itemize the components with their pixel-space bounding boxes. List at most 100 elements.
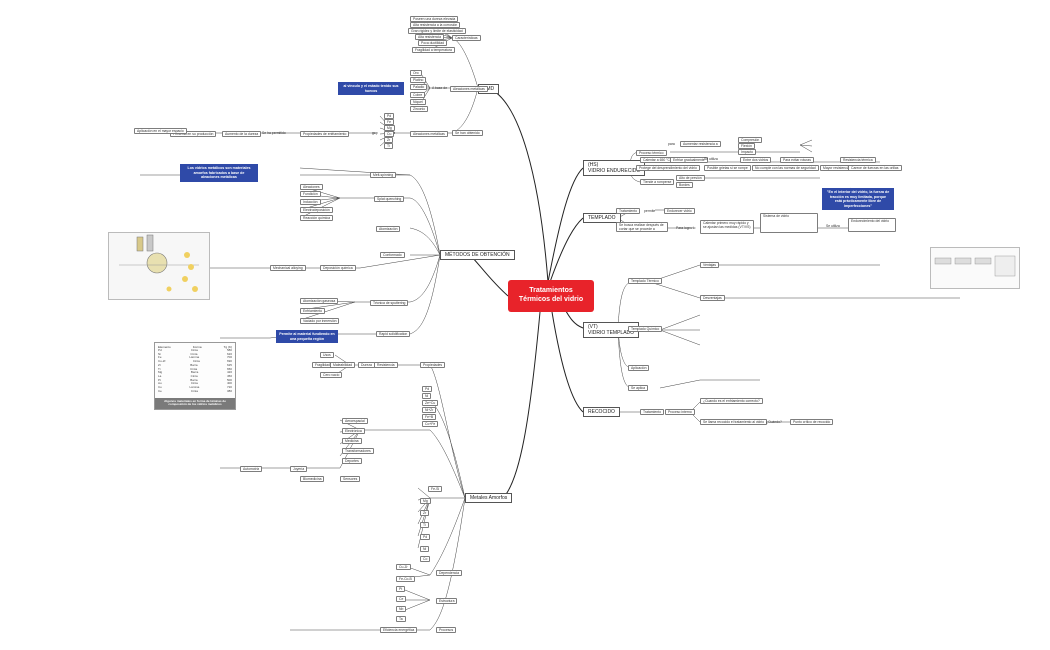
hs-enfriar: Enfriar gradualmente	[670, 157, 708, 163]
bmd-char-2: Alta resistencia a la corrosión	[410, 22, 461, 28]
am-el-zecu: Ze+Cu	[422, 400, 439, 406]
am-el-cofe: Co+Fe	[422, 421, 439, 427]
branch-templado[interactable]: TEMPLADO	[583, 213, 621, 223]
vt-se-aplica: Se aplica	[628, 385, 648, 391]
am-el-nizr: Ni+Zr	[422, 407, 437, 413]
bmd-alloy-cu: Cu	[384, 131, 395, 137]
rc-cuando-correcto: ¿Cuando es el enfriamiento correcto?	[700, 398, 763, 404]
tp-lograrlo: Para lograrlo	[676, 226, 696, 230]
mt-mechanical: Mechanical alloying	[270, 265, 306, 271]
bmd-chain-5: Propiedades de enfriamiento	[300, 131, 350, 137]
hs-carece: Carece de fuerzas en las orillas	[848, 165, 902, 171]
bmd-el-cobre: Cobre	[410, 92, 426, 98]
tp-endurecimiento: Endurecimiento del vidrio	[848, 218, 896, 232]
table-cell: 400	[226, 381, 232, 386]
hs-entre-vidrios: Entre dos vidrios	[740, 157, 772, 163]
bmd-el-platino: Platino	[410, 77, 427, 83]
am-list-8: Cu-Zr	[396, 564, 411, 570]
bmd-mid-label: Se han obtenido	[452, 130, 483, 136]
table-cell: Ce	[158, 388, 162, 393]
rc-se-llama: Se llama recocido el tratamiento al vidr…	[700, 419, 768, 425]
branch-metodos[interactable]: MÉTODOS DE OBTENCIÓN	[440, 250, 515, 260]
am-eficiencia: Eficiencia energética	[380, 627, 418, 633]
am-app-6: Joyería	[290, 466, 308, 472]
am-el-ni: Ni	[422, 393, 432, 399]
am-app-3: Medicina	[342, 438, 362, 444]
am-app-8: Biomedicina	[300, 476, 325, 482]
mt-sputtering: Técnica de sputtering	[370, 300, 409, 306]
vt-termico: Templado Térmico	[628, 278, 662, 284]
bmd-alloys-group: Aleaciones metálicas	[410, 131, 448, 137]
central-topic: Tratamientos Térmicos del vidrio	[508, 280, 594, 312]
bmd-alloy-label: Aleaciones metálicas	[450, 86, 488, 92]
callout-bmd: al vinculo y el estado tenido sus huecos	[338, 82, 404, 96]
hs-para: para	[668, 142, 675, 146]
table-header: Elemento Forma Tg (K)	[155, 343, 235, 349]
am-list-13: Ta	[396, 616, 406, 622]
table-header-element: Elemento	[158, 345, 171, 349]
table-cell: Barra	[190, 362, 198, 367]
hs-grietas: Posible grietas si se rompe	[704, 165, 751, 171]
table-cell: 450	[226, 373, 232, 378]
bmd-char-5: Poca ductilidad	[418, 40, 447, 46]
table-cell: 700	[226, 355, 232, 360]
table-cell: Ni	[158, 351, 161, 356]
bmd-char-1: Poseen una dureza elevada	[410, 16, 459, 22]
am-usos: Usos	[320, 352, 334, 358]
am-list-10: Pt	[396, 586, 406, 592]
branch-recocido[interactable]: RECOCIDO	[583, 407, 620, 417]
table-cell: Barra	[190, 370, 199, 375]
am-maleabilidad: Maleabilidad	[330, 362, 356, 368]
bmd-alloy-fe: Fe	[384, 119, 394, 125]
bmd-el-paladio: Paladio	[410, 84, 428, 90]
am-list-2: Mg	[420, 498, 431, 504]
table-cell: Lámina	[189, 385, 200, 390]
bmd-char-6: Fragilidad a temperatura	[412, 47, 455, 53]
branch-vidrio-templado[interactable]: (VT) VIDRIO TEMPLADO	[583, 322, 640, 338]
table-cell: Cinta	[190, 373, 198, 378]
table-cell: 500	[226, 377, 232, 382]
am-estructura: Estructura	[436, 598, 458, 604]
bmd-chain-4: Se ha permitido	[262, 131, 286, 135]
table-row: La Cinta 450	[155, 373, 235, 379]
am-app-5: Deportes	[342, 458, 362, 464]
tp-se-utiliza: Se utiliza	[826, 224, 840, 228]
bmd-alloy-pd: Pd	[384, 113, 395, 119]
bmd-el-niquel: Níquel	[410, 99, 426, 105]
rc-cuando: ¿Cuándo?	[766, 420, 782, 424]
mt-splat: Splat quenching	[374, 196, 405, 202]
table-cell: La	[158, 373, 162, 378]
table-cell: Mg	[158, 370, 163, 375]
am-list-6: Ni	[420, 546, 430, 552]
hs-bordes: Bordes	[676, 182, 693, 188]
mt-vaciado: Vaciado por inmersión	[300, 318, 340, 324]
bmd-el-oro: Oro	[410, 70, 422, 76]
branch-endurecido[interactable]: (HS) VIDRIO ENDURECIDO	[583, 160, 646, 176]
hs-aumentar: Aumentar resistencia a	[680, 141, 721, 147]
mt-rapid: Rapid solidification	[376, 331, 411, 337]
am-propiedades: Propiedades	[420, 362, 446, 368]
table-cell: 720	[226, 385, 232, 390]
bmd-gap: gap	[372, 131, 378, 135]
am-list-7: Co	[420, 556, 431, 562]
vt-ventajas: Ventajas	[700, 262, 720, 268]
mt-aleaciones: Aleaciones	[300, 184, 323, 190]
hs-compresion: Compresión	[738, 137, 763, 143]
bmd-char-4: Alta resistencia	[415, 34, 444, 40]
table-cell: 690	[226, 359, 232, 364]
table-cell: 580	[226, 348, 232, 352]
am-el-pd: Pd	[422, 386, 433, 392]
mt-reaccion: Reacción química	[300, 215, 333, 221]
branch-amorfos[interactable]: Metales Amorfos	[465, 493, 513, 503]
bmd-char-3: Gran rigidez y limite de elasticidad	[408, 28, 466, 34]
table-cell: Cinta	[192, 359, 200, 364]
am-list-9: Fe-Co-B	[396, 576, 415, 582]
table-cell: Ti	[158, 366, 161, 371]
bmd-chain-1: Aplicación en el mayor espacio	[134, 128, 187, 134]
